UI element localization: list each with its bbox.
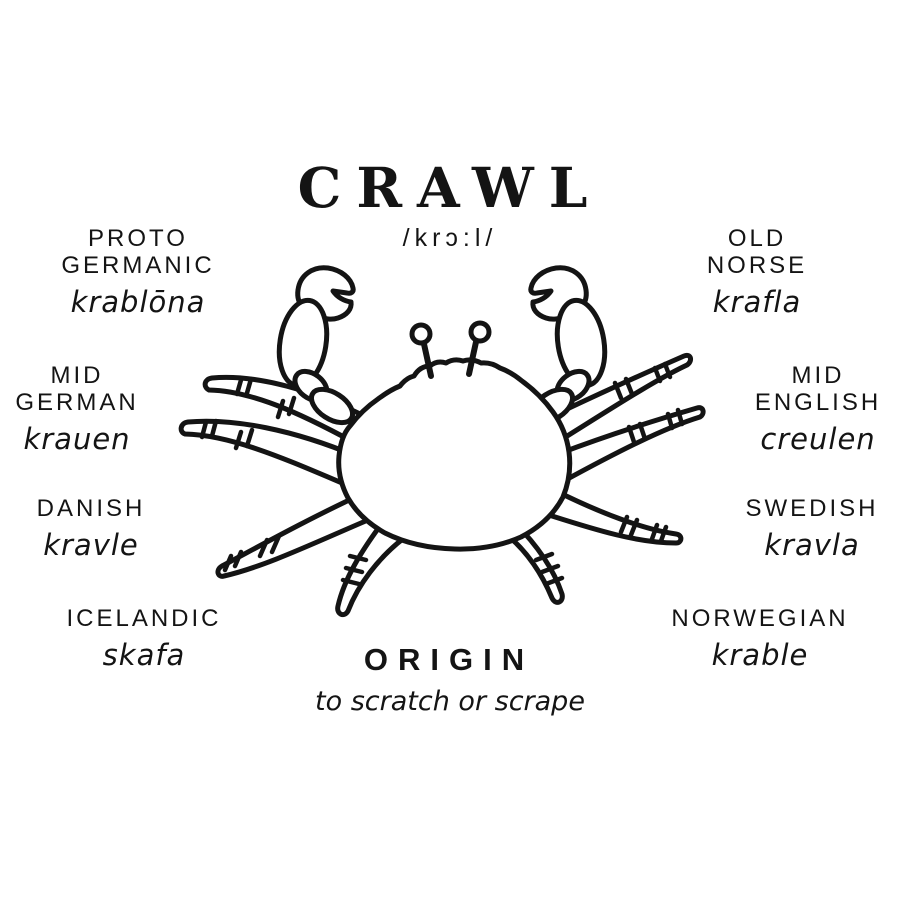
language-name: PROTO GERMANIC bbox=[61, 225, 215, 279]
etymon-word: krablōna bbox=[70, 284, 206, 319]
etymon-word: krauen bbox=[23, 421, 131, 456]
headword: CRAWL bbox=[297, 155, 603, 220]
etymology-proto-germanic: PROTO GERMANIC krablōna bbox=[28, 225, 248, 319]
language-name: ICELANDIC bbox=[66, 605, 222, 632]
etymology-mid-german: MID GERMAN krauen bbox=[0, 362, 187, 456]
etymology-swedish: SWEDISH kravla bbox=[702, 495, 900, 562]
crab-leg-joints bbox=[199, 361, 685, 587]
language-name: DANISH bbox=[36, 495, 146, 522]
crab-eye bbox=[468, 320, 492, 344]
etymology-old-norse: OLD NORSE krafla bbox=[647, 225, 867, 319]
etymology-icelandic: ICELANDIC skafa bbox=[34, 605, 254, 672]
language-name: SWEDISH bbox=[745, 495, 879, 522]
crab-leg bbox=[215, 491, 371, 579]
language-name: MID ENGLISH bbox=[754, 362, 882, 416]
crab-eye bbox=[409, 322, 433, 346]
origin-meaning: to scratch or scrape bbox=[315, 686, 585, 717]
etymon-word: creulen bbox=[760, 421, 876, 456]
crab-legs bbox=[178, 352, 706, 618]
crab-leg bbox=[178, 418, 359, 491]
origin-section: ORIGIN bbox=[289, 642, 609, 678]
crab-claw-base bbox=[308, 386, 356, 426]
etymon-word: skafa bbox=[102, 637, 186, 672]
etymon-word: krable bbox=[711, 637, 809, 672]
etymon-word: kravle bbox=[43, 527, 139, 562]
language-name: NORWEGIAN bbox=[671, 605, 849, 632]
crab-left-claw bbox=[276, 265, 356, 426]
crab-body bbox=[336, 357, 573, 552]
crab-leg bbox=[335, 515, 407, 618]
language-name: OLD NORSE bbox=[706, 225, 808, 279]
etymology-mid-english: MID ENGLISH creulen bbox=[708, 362, 900, 456]
origin-label: ORIGIN bbox=[363, 642, 535, 677]
crab-eyes bbox=[409, 320, 492, 379]
etymon-word: kravla bbox=[764, 527, 860, 562]
crab-eyestalk bbox=[466, 339, 479, 377]
language-name: MID GERMAN bbox=[15, 362, 139, 416]
etymology-norwegian: NORWEGIAN krable bbox=[650, 605, 870, 672]
crab-eyestalk bbox=[421, 341, 434, 379]
etymon-word: krafla bbox=[712, 284, 802, 319]
pronunciation: /krɔ:l/ bbox=[402, 224, 498, 252]
crab-leg bbox=[549, 487, 684, 546]
etymology-danish: DANISH kravle bbox=[0, 495, 201, 562]
